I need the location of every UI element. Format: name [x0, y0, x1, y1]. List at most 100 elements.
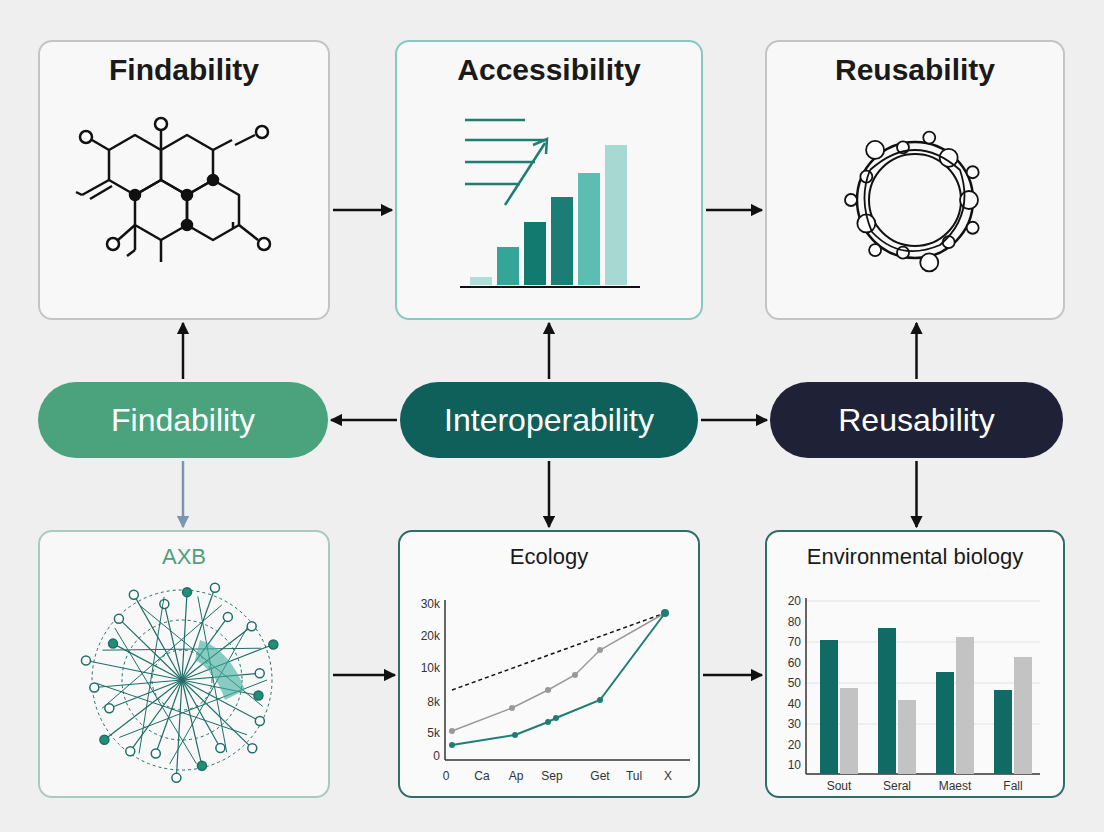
axis-category-label: Fall	[1003, 780, 1022, 792]
axis-category-label: Tul	[626, 770, 642, 782]
illustration-circle	[512, 732, 518, 738]
illustration-circle	[845, 194, 857, 206]
illustration-line	[465, 139, 545, 142]
illustration-circle	[183, 588, 192, 597]
illustration-rect	[497, 247, 519, 285]
illustration-circle	[210, 583, 219, 592]
illustration-rect	[395, 40, 703, 320]
illustration-line	[140, 606, 262, 707]
illustration-polygon	[109, 135, 161, 195]
flow-arrow	[548, 323, 551, 379]
axis-tick-label: 70	[788, 636, 801, 648]
illustration-rect	[898, 700, 916, 774]
illustration-circle	[254, 691, 263, 700]
illustration-circle	[258, 238, 270, 250]
illustration-line	[465, 161, 535, 164]
axis-category-label: Ap	[509, 770, 524, 782]
network-graph	[81, 583, 277, 782]
illustration-line	[94, 680, 182, 688]
illustration-circle	[255, 717, 264, 726]
illustration-rect	[994, 690, 1012, 774]
illustration-line	[460, 286, 640, 288]
illustration-circle	[869, 154, 961, 246]
axis-tick-label: 80	[788, 616, 801, 628]
illustration-circle	[155, 118, 167, 130]
illustration-rect	[605, 145, 627, 285]
illustration-circle	[107, 238, 119, 250]
illustration-rect	[878, 628, 896, 774]
flow-arrow	[703, 674, 762, 677]
illustration-line	[156, 680, 182, 753]
illustration-circle	[545, 687, 551, 693]
illustration-line	[92, 140, 109, 150]
illustration-line	[119, 680, 267, 737]
illustration-rect	[470, 277, 492, 285]
illustration-line	[170, 626, 248, 764]
illustration-circle	[967, 222, 979, 234]
axis-tick-label: 0	[433, 750, 440, 762]
illustration-circle	[100, 735, 109, 744]
illustration-rect	[38, 40, 330, 320]
illustration-circle	[130, 190, 140, 200]
flow-arrow	[331, 419, 397, 422]
illustration-line	[118, 225, 135, 240]
illustration-circle	[182, 190, 192, 200]
grouped-bar-chart	[806, 598, 1040, 774]
axis-tick-label: 5k	[427, 727, 440, 739]
box-title: AXB	[158, 544, 210, 570]
illustration-circle	[197, 761, 206, 770]
illustration-circle	[572, 672, 578, 678]
illustration-circle	[92, 590, 272, 770]
illustration-circle	[216, 743, 225, 752]
illustration-rect	[38, 530, 330, 798]
illustration-circle	[866, 141, 884, 159]
axis-category-label: X	[664, 770, 672, 782]
axis-category-label: Sep	[541, 770, 562, 782]
axis-category-label: Ca	[474, 770, 489, 782]
illustration-circle	[920, 253, 938, 271]
illustration-circle	[208, 175, 218, 185]
illustration-line	[232, 222, 235, 228]
flow-arrow	[915, 461, 918, 527]
illustration-line	[465, 119, 525, 122]
axis-tick-label: 40	[788, 698, 801, 710]
illustration-line	[160, 130, 163, 150]
illustration-line	[444, 600, 446, 760]
illustration-line	[235, 135, 255, 145]
principle-box: Reusability	[765, 40, 1065, 320]
illustration-circle	[90, 683, 99, 692]
axis-tick-label: 20	[788, 595, 801, 607]
illustration-circle	[172, 773, 181, 782]
illustration-rect	[765, 40, 1065, 320]
box-title: Accessibility	[453, 52, 644, 88]
illustration-line	[82, 180, 109, 195]
box-title: Findability	[105, 52, 263, 88]
illustration-polyline	[533, 139, 547, 154]
illustration-line	[239, 225, 258, 240]
illustration-circle	[160, 600, 169, 609]
axis-tick-label: 30	[788, 718, 801, 730]
illustration-polyline	[452, 613, 665, 745]
pill-label: Findability	[107, 401, 259, 439]
bar-chart-icon	[460, 120, 640, 287]
flow-arrow	[706, 209, 762, 212]
illustration-line	[465, 183, 520, 186]
pill-label: Interoperability	[440, 401, 658, 439]
illustration-line	[134, 225, 137, 250]
illustration-line	[806, 642, 1040, 643]
illustration-rect	[936, 672, 954, 774]
axis-category-label: Seral	[883, 780, 911, 792]
axis-tick-label: 30k	[421, 598, 440, 610]
domain-box: Environmental biology	[765, 530, 1065, 798]
illustration-line	[160, 240, 163, 262]
axis-tick-label: 10k	[421, 662, 440, 674]
flow-arrow	[182, 461, 185, 527]
illustration-circle	[869, 244, 881, 256]
illustration-rect	[820, 640, 838, 774]
flow-arrow	[548, 461, 551, 527]
illustration-rect	[524, 222, 546, 285]
illustration-circle	[545, 719, 551, 725]
illustration-line	[505, 143, 545, 205]
illustration-circle	[923, 132, 935, 144]
principle-box: Findability	[38, 40, 330, 320]
